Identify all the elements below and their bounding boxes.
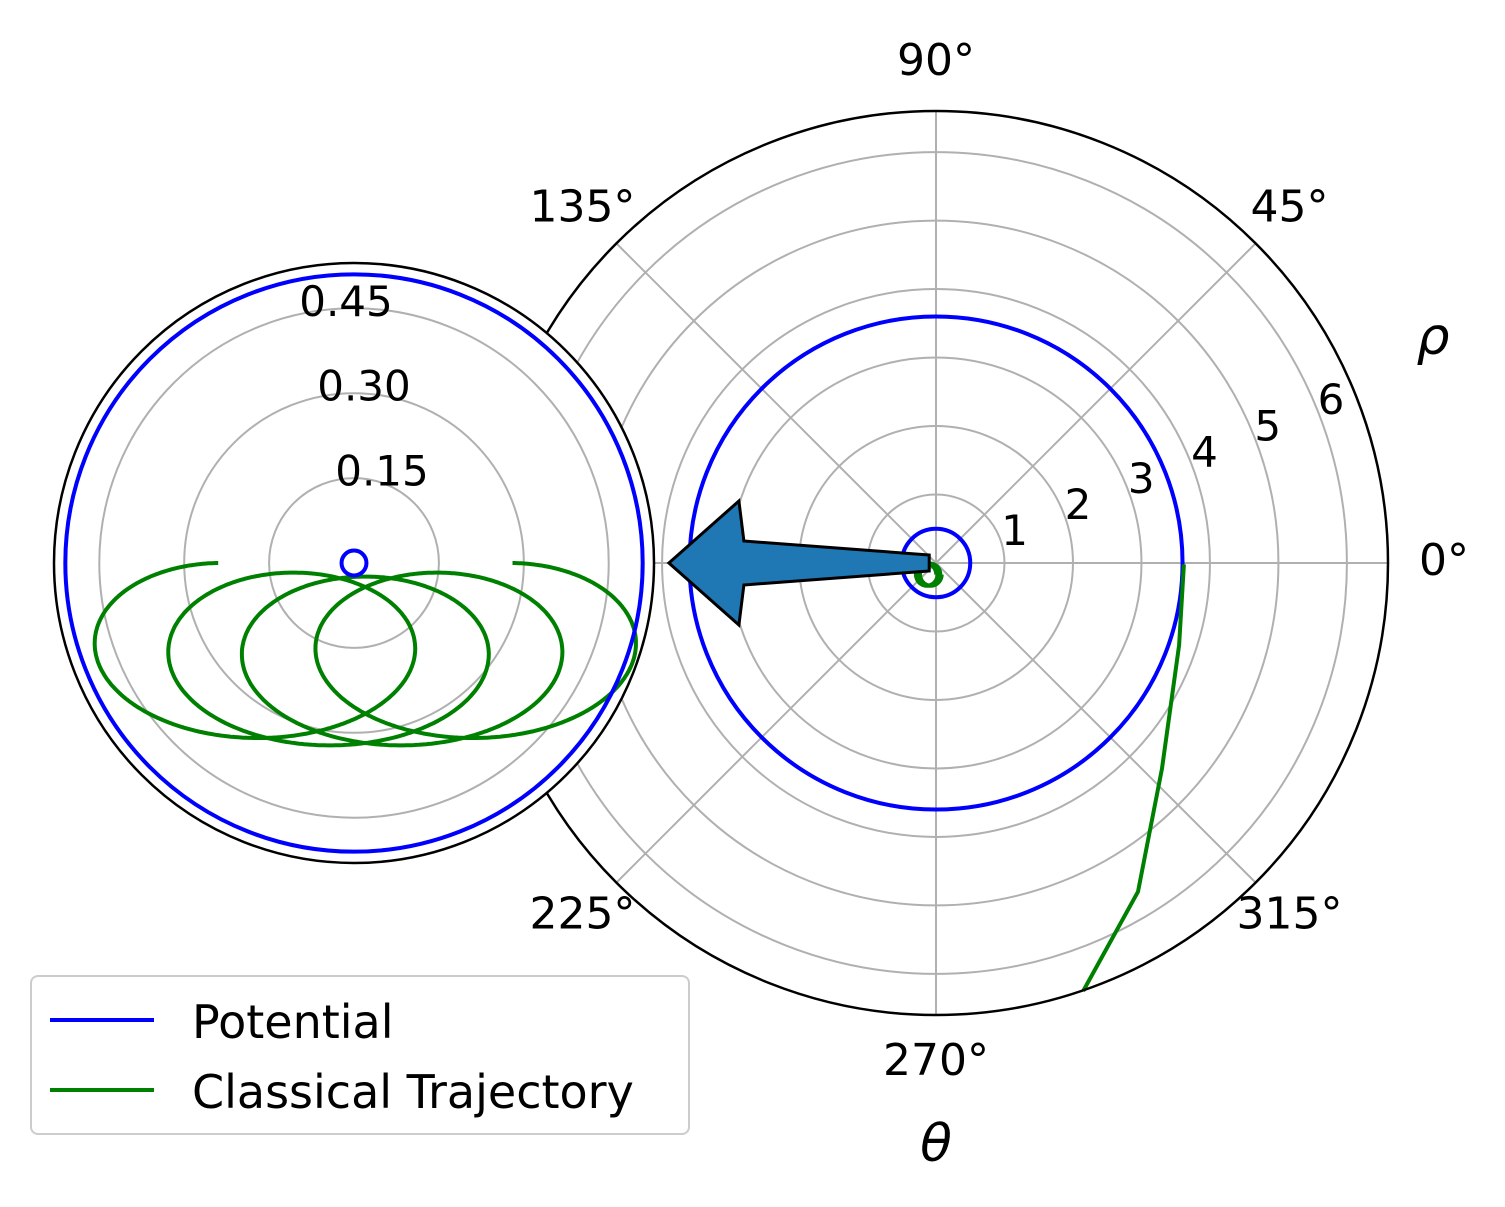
inset-potential-inner-circle xyxy=(339,548,369,578)
inset-polar-axes: 0.15 0.30 0.45 xyxy=(52,261,656,865)
legend-swatch-classical-trajectory xyxy=(50,1088,154,1092)
theta-tick-label: 0° xyxy=(1419,535,1469,586)
annotation-arrow xyxy=(666,497,931,629)
trajectory-outgoing xyxy=(1081,564,1186,992)
legend-label-potential: Potential xyxy=(192,995,394,1049)
theta-tick-label: 135° xyxy=(529,181,635,232)
theta-gridline xyxy=(615,562,937,884)
r-tick-label: 2 xyxy=(1065,480,1092,529)
inset-potential-outer-circle xyxy=(63,272,645,854)
legend-entry-potential: Potential xyxy=(32,989,688,1049)
theta-gridline xyxy=(935,562,1257,884)
inset-axes-spine xyxy=(52,261,656,865)
r-gridline xyxy=(661,288,1211,838)
inset-r-tick-label: 0.30 xyxy=(317,362,411,411)
theta-gridline xyxy=(615,242,937,564)
r-tick-label: 3 xyxy=(1128,454,1155,503)
legend-entry-classical-trajectory: Classical Trajectory xyxy=(32,1059,688,1119)
inset-trajectory-epicycle xyxy=(92,561,638,748)
legend-swatch-potential xyxy=(50,1018,154,1022)
theta-tick-label: 90° xyxy=(897,35,975,86)
inset-r-gridline xyxy=(98,307,610,819)
legend: Potential Classical Trajectory xyxy=(30,975,690,1135)
inset-axes-background xyxy=(54,263,654,863)
theta-tick-label: 225° xyxy=(529,889,635,940)
inset-r-gridline xyxy=(268,477,440,649)
inset-r-tick-label: 0.45 xyxy=(299,277,393,326)
theta-tick-label: 315° xyxy=(1237,889,1343,940)
theta-tick-label: 270° xyxy=(883,1035,989,1086)
theta-gridline xyxy=(935,242,1257,564)
inset-r-tick-label: 0.15 xyxy=(335,447,429,496)
r-tick-label: 1 xyxy=(1001,506,1028,555)
r-tick-label: 5 xyxy=(1254,401,1281,450)
r-tick-label: 6 xyxy=(1318,375,1345,424)
rho-axis-label: ρ xyxy=(1416,307,1449,367)
theta-axis-label: θ xyxy=(920,1114,952,1174)
legend-label-classical-trajectory: Classical Trajectory xyxy=(192,1065,634,1119)
r-tick-label: 4 xyxy=(1191,428,1218,477)
theta-tick-label: 45° xyxy=(1251,181,1329,232)
